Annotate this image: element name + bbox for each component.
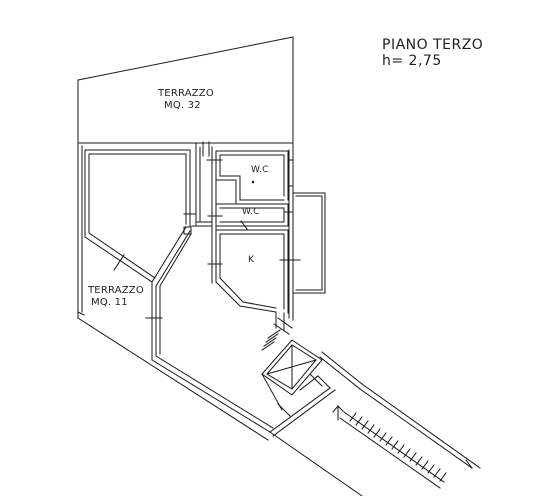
wc-lower-label: W.C <box>242 207 260 217</box>
kitchen-room <box>215 229 301 314</box>
terrace-left-area: MQ. 11 <box>91 297 128 308</box>
stair-shaft <box>261 312 323 396</box>
outer-wall-left <box>77 142 269 441</box>
lower-left-room <box>145 233 274 433</box>
long-staircase <box>332 383 481 489</box>
terrace-left-name: TERRAZZO <box>88 285 144 296</box>
stair-treads <box>349 412 447 482</box>
kitchen-label: K <box>248 255 255 265</box>
terrace-top <box>77 36 294 144</box>
wc-lower-room <box>215 203 294 230</box>
terrace-top-name: TERRAZZO <box>158 88 214 99</box>
corridor-walls <box>191 141 223 284</box>
main-room <box>84 149 197 287</box>
terrace-top-area: MQ. 32 <box>164 100 201 111</box>
wc-upper-label: W.C <box>251 165 269 175</box>
ceiling-height-label: h= 2,75 <box>382 53 442 69</box>
lower-corridor <box>261 351 363 496</box>
outer-wall-right <box>288 142 326 321</box>
floor-title: PIANO TERZO <box>382 37 484 53</box>
wc-upper-room <box>215 150 294 205</box>
